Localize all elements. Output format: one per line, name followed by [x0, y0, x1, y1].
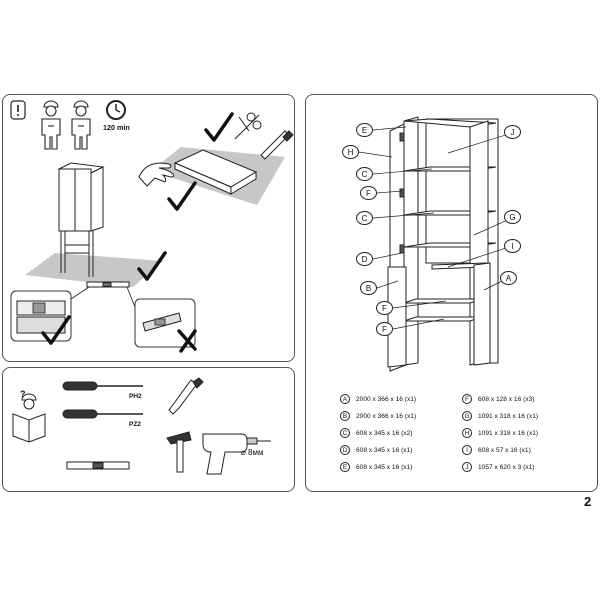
scissors-icon — [234, 112, 262, 140]
hand-icon — [138, 162, 175, 187]
part-callout-i: I — [504, 239, 521, 253]
preparation-panel: 120 min — [2, 94, 295, 362]
part-callout-h: H — [342, 145, 359, 159]
check-mark-icon — [41, 315, 71, 345]
check-mark-icon — [167, 181, 197, 211]
part-callout-c: C — [356, 167, 373, 181]
help-question-mark: ? — [20, 389, 26, 399]
part-callout-f: F — [376, 301, 393, 315]
level-detail-box — [10, 286, 90, 342]
check-mark-icon — [204, 112, 234, 142]
power-drill-icon — [202, 433, 271, 475]
screwdriver-ph2-label: PH2 — [129, 393, 142, 400]
utility-knife-icon — [260, 130, 294, 160]
spirit-level-icon — [86, 281, 130, 288]
part-callout-j: J — [504, 125, 521, 139]
part-callout-a: A — [500, 271, 517, 285]
page-number: 2 — [584, 494, 592, 509]
clock-icon — [106, 100, 126, 120]
part-callout-e: E — [356, 123, 373, 137]
screwdriver-pz2-label: PZ2 — [129, 421, 141, 428]
package-box — [173, 149, 258, 195]
part-callout-f: F — [376, 322, 393, 336]
wrong-level-detail-box — [126, 286, 196, 348]
part-callout-d: D — [356, 252, 373, 266]
part-callout-b: B — [360, 281, 377, 295]
cabinet-icon — [57, 162, 105, 277]
cross-mark-icon — [177, 329, 197, 353]
hammer-icon — [166, 431, 192, 473]
utility-knife-icon — [168, 377, 204, 415]
preparation-illustration — [10, 100, 294, 353]
check-mark-icon — [137, 251, 167, 281]
screwdriver-ph2-icon — [62, 381, 143, 391]
info-icon — [10, 100, 26, 120]
part-callout-c: C — [356, 211, 373, 225]
spirit-level-icon — [66, 461, 130, 470]
person-reading-manual-icon — [12, 393, 46, 443]
part-callout-g: G — [504, 210, 521, 224]
drill-bit-size: ⌀ 8мм — [241, 448, 264, 457]
exploded-cabinet-diagram — [358, 116, 513, 372]
assembly-time: 120 min — [103, 123, 130, 132]
floor-mat — [25, 253, 163, 287]
two-persons-icon — [41, 100, 91, 150]
part-callout-f: F — [360, 186, 377, 200]
screwdriver-pz2-icon — [62, 409, 143, 419]
tools-panel: ? PH2 PZ2 ⌀ 8мм — [2, 367, 295, 492]
tools-illustration — [12, 377, 271, 475]
